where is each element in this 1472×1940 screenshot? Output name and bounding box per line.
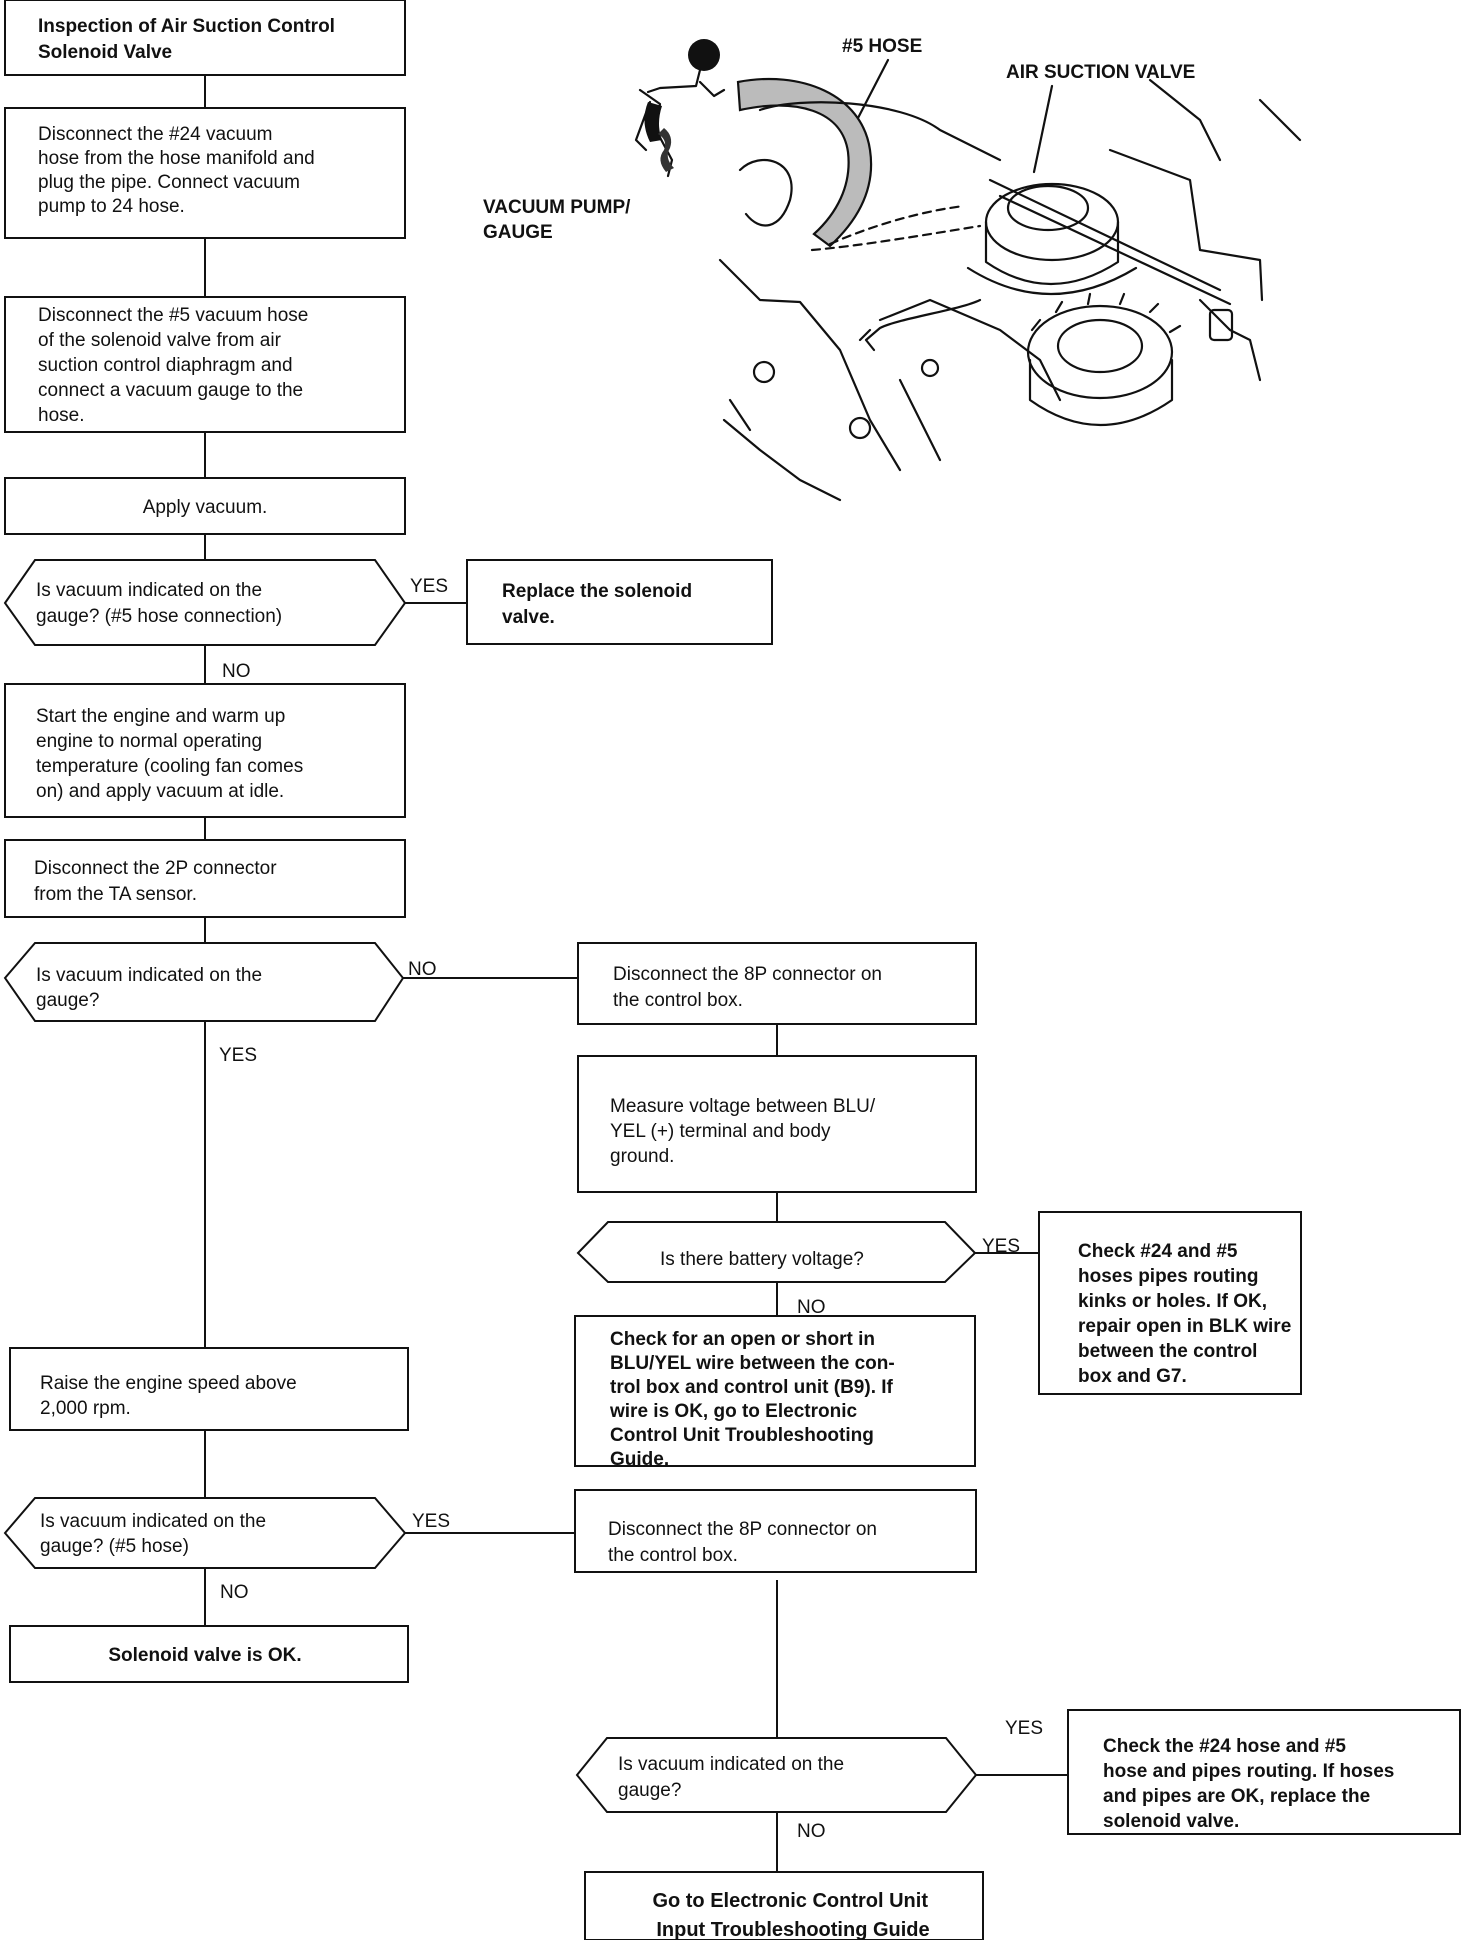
decision-text-battery-voltage: Is there battery voltage? [660, 1249, 864, 1270]
result-text-check-24-5-hoses: Check #24 and #5 hoses pipes routing kin… [1078, 1241, 1297, 1387]
engine-outline [1108, 148, 1264, 302]
filler-cap-base [1028, 358, 1174, 426]
label-yes: YES [412, 1511, 450, 1532]
step-box-start-engine [4, 683, 406, 818]
engine-illustration: #5 HOSE AIR SUCTION VALVE VACUUM PUMP/ G… [483, 36, 1302, 502]
step-box-disconnect-5-hose [4, 296, 406, 433]
step-text-disconnect-8p-b: Disconnect the 8P connector on the contr… [608, 1519, 882, 1566]
hose-5-callout: #5 HOSE [842, 36, 922, 57]
title-text: Inspection of Air Suction Control Soleno… [38, 16, 340, 63]
result-text-check-hose-replace: Check the #24 hose and #5 hose and pipes… [1103, 1736, 1400, 1832]
decision-text-vacuum-5-hose: Is vacuum indicated on the gauge? (#5 ho… [40, 1511, 271, 1557]
step-text-raise-engine-speed: Raise the engine speed above 2,000 rpm. [40, 1373, 302, 1419]
label-no: NO [222, 661, 251, 682]
filler-cap-icon [1026, 304, 1174, 400]
result-box-check-open-short [574, 1315, 976, 1467]
connector-lines [204, 75, 1068, 1872]
pump-handle-icon [644, 102, 662, 142]
pump-grip-icon [658, 128, 674, 172]
decision-vacuum-indicated [3, 942, 405, 1022]
engine-outline [878, 298, 1062, 402]
result-text-replace-solenoid: Replace the solenoid valve. [502, 581, 697, 628]
engine-outline [728, 378, 942, 462]
engine-outline [758, 101, 1002, 162]
decision-vacuum-5-hose [3, 1497, 407, 1569]
step-text-disconnect-2p: Disconnect the 2P connector from the TA … [34, 858, 282, 905]
decision-vacuum-final [575, 1737, 978, 1813]
engine-outline [988, 178, 1232, 306]
label-no: NO [220, 1582, 249, 1603]
result-box-check-hose-replace [1067, 1709, 1461, 1835]
result-box-check-24-5-hoses [1038, 1211, 1302, 1395]
step-box-disconnect-8p-a [577, 942, 977, 1025]
engine-outline [738, 158, 793, 227]
engine-outline [718, 258, 902, 472]
hose-dashed-line [810, 224, 982, 252]
leader-line [1032, 84, 1054, 174]
step-text-disconnect-5-hose: Disconnect the #5 vacuum hose of the sol… [38, 305, 314, 426]
bolt-icon [920, 358, 940, 378]
bolt-icon [848, 416, 872, 440]
step-text-disconnect-24-hose: Disconnect the #24 vacuum hose from the … [38, 124, 320, 217]
result-box-go-to-ecu-guide [584, 1871, 984, 1940]
label-yes: YES [410, 576, 448, 597]
label-yes: YES [1005, 1718, 1043, 1739]
step-text-disconnect-8p-a: Disconnect the 8P connector on the contr… [613, 964, 887, 1011]
leader-line [856, 58, 890, 120]
step-box-disconnect-24-hose [4, 107, 406, 239]
air-suction-valve-icon [984, 182, 1120, 262]
vacuum-gauge-icon [688, 39, 720, 71]
valve-cap-icon [1006, 184, 1090, 232]
label-no: NO [797, 1821, 826, 1842]
result-box-solenoid-ok [9, 1625, 409, 1683]
clip-icon [1208, 308, 1234, 342]
step-box-disconnect-8p-b [574, 1489, 977, 1573]
bolt-icon [752, 360, 776, 384]
filler-cap-ridges [1030, 292, 1182, 334]
step-text-measure-voltage: Measure voltage between BLU/ YEL (+) ter… [610, 1096, 880, 1167]
result-text-solenoid-ok: Solenoid valve is OK. [108, 1645, 301, 1666]
decision-text-5-hose-connection: Is vacuum indicated on the gauge? (#5 ho… [36, 580, 282, 627]
vacuum-pump-callout: VACUUM PUMP/ GAUGE [483, 197, 636, 243]
engine-outline [1198, 298, 1262, 382]
hose-5-icon [736, 77, 873, 248]
result-box-replace-solenoid [466, 559, 773, 645]
step-box-raise-engine-speed [9, 1347, 409, 1431]
hose-dashed-line [828, 204, 966, 246]
valve-body-icon [984, 220, 1120, 285]
valve-base-icon [966, 266, 1138, 296]
decision-text-vacuum-final: Is vacuum indicated on the gauge? [618, 1754, 849, 1801]
wire-bracket [864, 298, 982, 352]
engine-outline [722, 328, 872, 502]
filler-cap-inner-icon [1056, 318, 1144, 374]
label-no: NO [408, 959, 437, 980]
step-box-disconnect-2p [4, 839, 406, 918]
decision-text-vacuum-indicated: Is vacuum indicated on the gauge? [36, 965, 267, 1011]
label-yes: YES [219, 1045, 257, 1066]
step-box-apply-vacuum [4, 477, 406, 535]
label-yes: YES [982, 1236, 1020, 1257]
result-text-check-open-short: Check for an open or short in BLU/YEL wi… [609, 1329, 900, 1470]
decision-battery-voltage [576, 1221, 977, 1283]
air-suction-valve-callout: AIR SUCTION VALVE [1006, 62, 1195, 83]
label-no: NO [797, 1297, 826, 1318]
step-text-start-engine: Start the engine and warm up engine to n… [36, 706, 308, 802]
engine-outline [1148, 78, 1302, 162]
step-text-apply-vacuum: Apply vacuum. [143, 497, 268, 518]
title-box [4, 0, 406, 76]
decision-vacuum-5-hose-connection [3, 559, 407, 646]
result-text-go-to-ecu-guide: Go to Electronic Control Unit Input Trou… [652, 1890, 933, 1940]
step-box-measure-voltage [577, 1055, 977, 1193]
